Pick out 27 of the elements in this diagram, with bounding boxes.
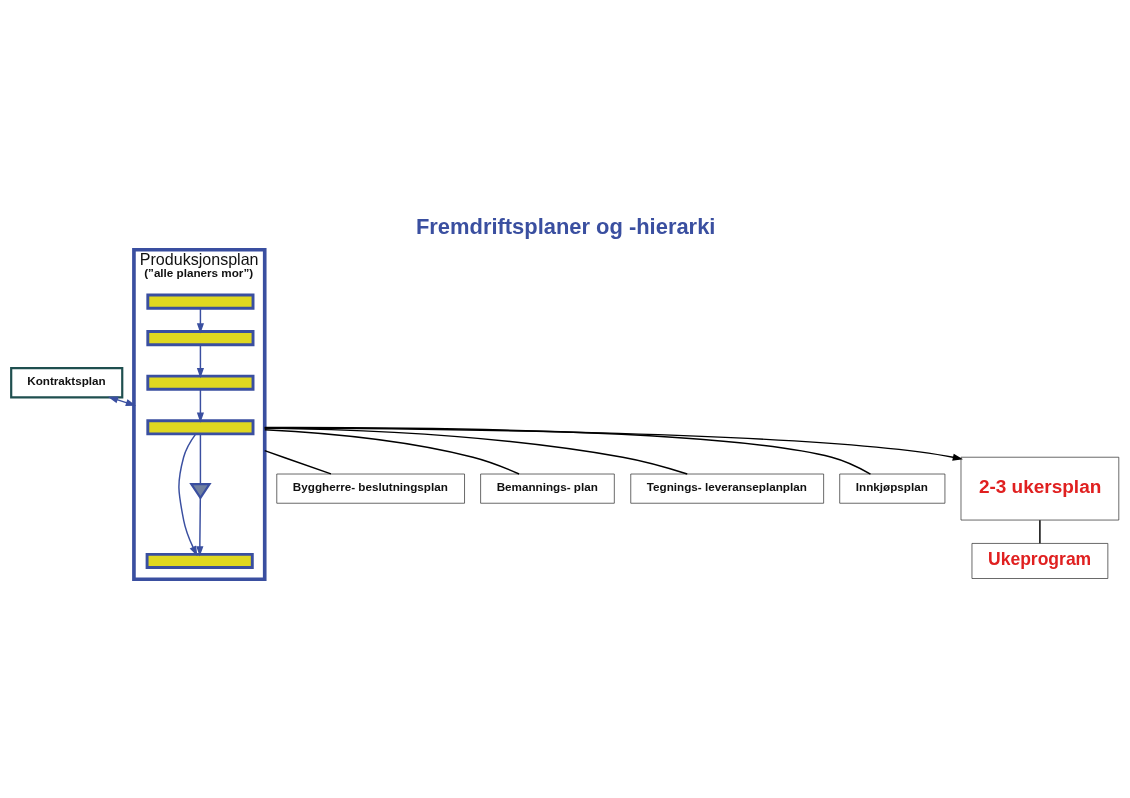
connector [264,449,332,475]
cluster: Produksjonsplan (”alle planers mor”) [132,247,267,581]
arrow [196,343,204,378]
node-box: 2-3 ukersplan [960,456,1120,520]
node-bar [146,293,255,310]
node-bar [146,329,255,346]
connector [264,428,520,475]
node-bar [146,418,255,435]
node-triangle [189,482,212,500]
node-box: Kontraktsplan [10,366,124,398]
node-box: Ukeprogram [971,542,1109,579]
arrow [196,388,204,423]
node-box: Bemannings- plan [480,473,615,504]
node-box: Innkjøpsplan [839,473,946,504]
diagram-title: Fremdriftsplaner og -hierarki [415,213,716,239]
connector [264,426,872,475]
arrow [196,496,204,556]
node-box: Tegnings- leveranseplanplan [630,473,824,504]
node-box: Byggherre- beslutningsplan [276,473,465,504]
arrow [178,432,198,556]
node-bar [146,374,255,391]
node-bar [145,552,254,569]
arrow [264,426,963,461]
connector [264,426,688,475]
arrow [107,395,137,406]
connector [1039,519,1041,544]
connector [199,432,202,485]
